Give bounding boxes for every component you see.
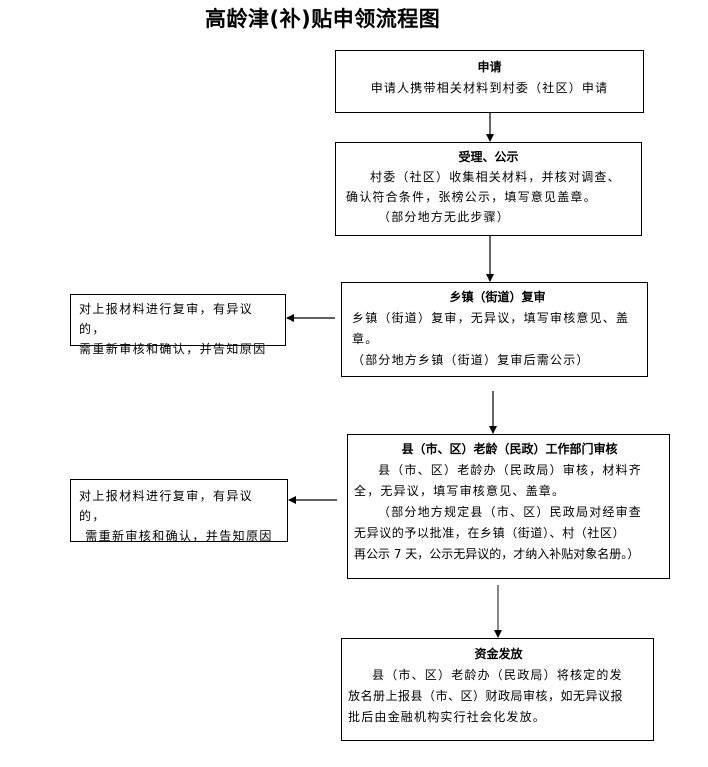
- step-apply-text: 申请人携带相关材料到村委（社区）申请: [370, 81, 609, 95]
- step-township-review-box: 乡镇（街道）复审 乡镇（街道）复审，无异议，填写审核意见、盖 章。 （部分地方乡…: [341, 282, 648, 377]
- step-county-review-note: 再公示 7 天，公示无异议的，才纳入补贴对象名册。）: [354, 547, 640, 561]
- step-township-review-note: （部分地方乡镇（街道）复审后需公示）: [352, 353, 590, 367]
- step-fund-disbursement-heading: 资金发放: [474, 647, 523, 661]
- step-accept-publicize-line: 村委（社区）收集相关材料，并核对调查、: [370, 170, 621, 184]
- step-fund-disbursement-box: 资金发放 县（市、区）老龄办（民政局）将核定的发 放名册上报县（市、区）财政局审…: [341, 638, 654, 741]
- step-county-review-heading: 县（市、区）老龄（民政）工作部门审核: [401, 442, 618, 456]
- objection-note-box: 对上报材料进行复审，有异议的， 需重新审核和确认，并告知原因: [70, 294, 286, 356]
- objection-note-line: 对上报材料进行复审，有异议的，: [79, 302, 254, 336]
- objection-note-line: 需重新审核和确认，并告知原因: [85, 529, 273, 543]
- step-township-review-line: 乡镇（街道）复审，无异议，填写审核意见、盖: [352, 311, 630, 325]
- step-accept-publicize-line: 确认符合条件，张榜公示，填写意见盖章。: [346, 190, 597, 204]
- step-fund-disbursement-line: 放名册上报县（市、区）财政局审核，如无异议报: [348, 689, 624, 703]
- step-accept-publicize-note: （部分地方无此步骤）: [378, 210, 511, 224]
- step-township-review-heading: 乡镇（街道）复审: [449, 290, 546, 304]
- step-county-review-note: 无异议的予以批准，在乡镇（街道）、村（社区）: [354, 526, 626, 540]
- step-accept-publicize-box: 受理、公示 村委（社区）收集相关材料，并核对调查、 确认符合条件，张榜公示，填写…: [335, 142, 642, 236]
- objection-note-line: 对上报材料进行复审，有异议的，: [79, 489, 254, 523]
- objection-note-box: 对上报材料进行复审，有异议的， 需重新审核和确认，并告知原因: [70, 479, 288, 543]
- page-title: 高龄津(补)贴申领流程图: [205, 7, 441, 31]
- step-accept-publicize-heading: 受理、公示: [458, 150, 519, 164]
- step-apply-box: 申请 申请人携带相关材料到村委（社区）申请: [335, 50, 644, 113]
- step-county-review-line: 县（市、区）老龄办（民政局）审核，材料齐: [378, 463, 643, 477]
- step-county-review-line: 全，无异议，填写审核意见、盖章。: [354, 484, 566, 498]
- objection-note-line: 需重新审核和确认，并告知原因: [79, 342, 267, 356]
- step-county-review-box: 县（市、区）老龄（民政）工作部门审核 县（市、区）老龄办（民政局）审核，材料齐 …: [347, 434, 670, 579]
- step-county-review-note: （部分地方规定县（市、区）民政局对经审查: [378, 505, 643, 519]
- step-fund-disbursement-line: 县（市、区）老龄办（民政局）将核定的发: [372, 668, 623, 682]
- step-township-review-line: 章。: [352, 332, 379, 346]
- step-fund-disbursement-line: 批后由金融机构实行社会化发放。: [348, 710, 547, 724]
- step-apply-heading: 申请: [477, 60, 502, 74]
